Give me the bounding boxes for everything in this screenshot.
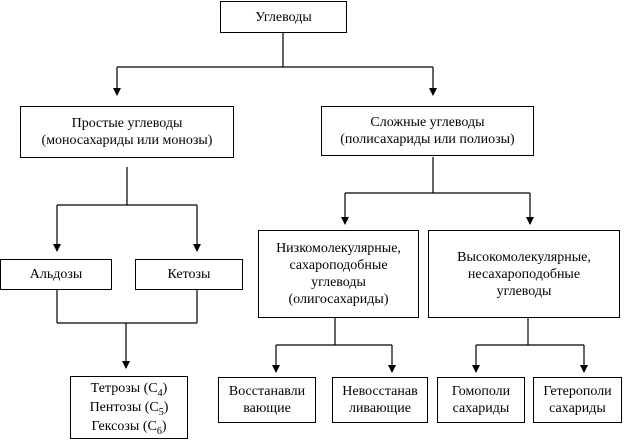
node-high-line2: несахароподобные	[467, 266, 581, 282]
node-reducing-line1: Восстанавли	[228, 384, 306, 399]
node-heteropoly-line1: Гетерополи	[543, 384, 612, 399]
node-carbohydrates-label: Углеводы	[255, 9, 312, 25]
type-pentoses-close: )	[163, 400, 169, 415]
node-homopolysaccharides: Гомополи сахариды	[437, 377, 525, 423]
type-pentoses-sub: 5	[158, 406, 164, 418]
type-pentoses-name: Пентозы (C	[89, 400, 159, 415]
node-non-reducing: Невосстанав ливающие	[332, 377, 428, 423]
node-simple-carbohydrates: Простые углеводы (моносахариды или моноз…	[20, 106, 234, 158]
node-complex-line2: (полисахариды или полиозы)	[340, 132, 515, 147]
node-high-line3: углеводы	[496, 283, 552, 299]
node-simple-line2: (моносахариды или монозы)	[41, 133, 213, 148]
node-low-line1: Низкомолекулярные,	[276, 241, 401, 256]
node-homopoly-line2: сахариды	[452, 401, 510, 416]
node-non-reducing-line2: ливающие	[348, 401, 412, 416]
node-low-line3: углеводы	[311, 275, 366, 290]
node-aldoses-label: Альдозы	[29, 267, 83, 282]
type-hexoses-close: )	[161, 419, 167, 434]
type-tetroses-name: Тетрозы (C	[90, 381, 158, 396]
node-low-line2: сахароподобные	[289, 258, 388, 273]
node-monosaccharide-types: Тетрозы (C4) Пентозы (C5) Гексозы (C6)	[70, 376, 188, 439]
type-hexoses-name: Гексозы (C	[91, 419, 157, 434]
node-aldoses: Альдозы	[0, 259, 112, 290]
type-hexoses: Гексозы (C6)	[91, 417, 166, 436]
node-ketoses-label: Кетозы	[167, 267, 211, 282]
node-complex-line1: Сложные углеводы	[370, 115, 485, 130]
node-low-line4: (олигосахариды)	[288, 292, 389, 307]
node-reducing-line2: вающие	[243, 401, 291, 416]
node-high-molecular: Высокомолекулярные, несахароподобные угл…	[428, 230, 620, 318]
node-low-molecular: Низкомолекулярные, сахароподобные углево…	[258, 230, 419, 318]
type-tetroses-close: )	[162, 381, 168, 396]
node-carbohydrates: Углеводы	[220, 1, 347, 33]
node-heteropoly-line2: сахариды	[549, 401, 606, 416]
node-ketoses: Кетозы	[135, 259, 243, 290]
node-homopoly-line1: Гомополи	[451, 384, 511, 399]
type-hexoses-sub: 6	[156, 425, 162, 437]
node-reducing: Восстанавли вающие	[218, 377, 316, 423]
type-tetroses: Тетрозы (C4)	[91, 379, 168, 398]
node-heteropolysaccharides: Гетерополи сахариды	[533, 377, 622, 423]
node-non-reducing-line1: Невосстанав	[342, 384, 418, 399]
node-simple-line1: Простые углеводы	[71, 116, 183, 131]
node-high-line1: Высокомолекулярные,	[457, 249, 591, 265]
type-tetroses-sub: 4	[157, 387, 163, 399]
type-pentoses: Пентозы (C5)	[90, 398, 169, 417]
node-complex-carbohydrates: Сложные углеводы (полисахариды или полио…	[321, 106, 534, 156]
